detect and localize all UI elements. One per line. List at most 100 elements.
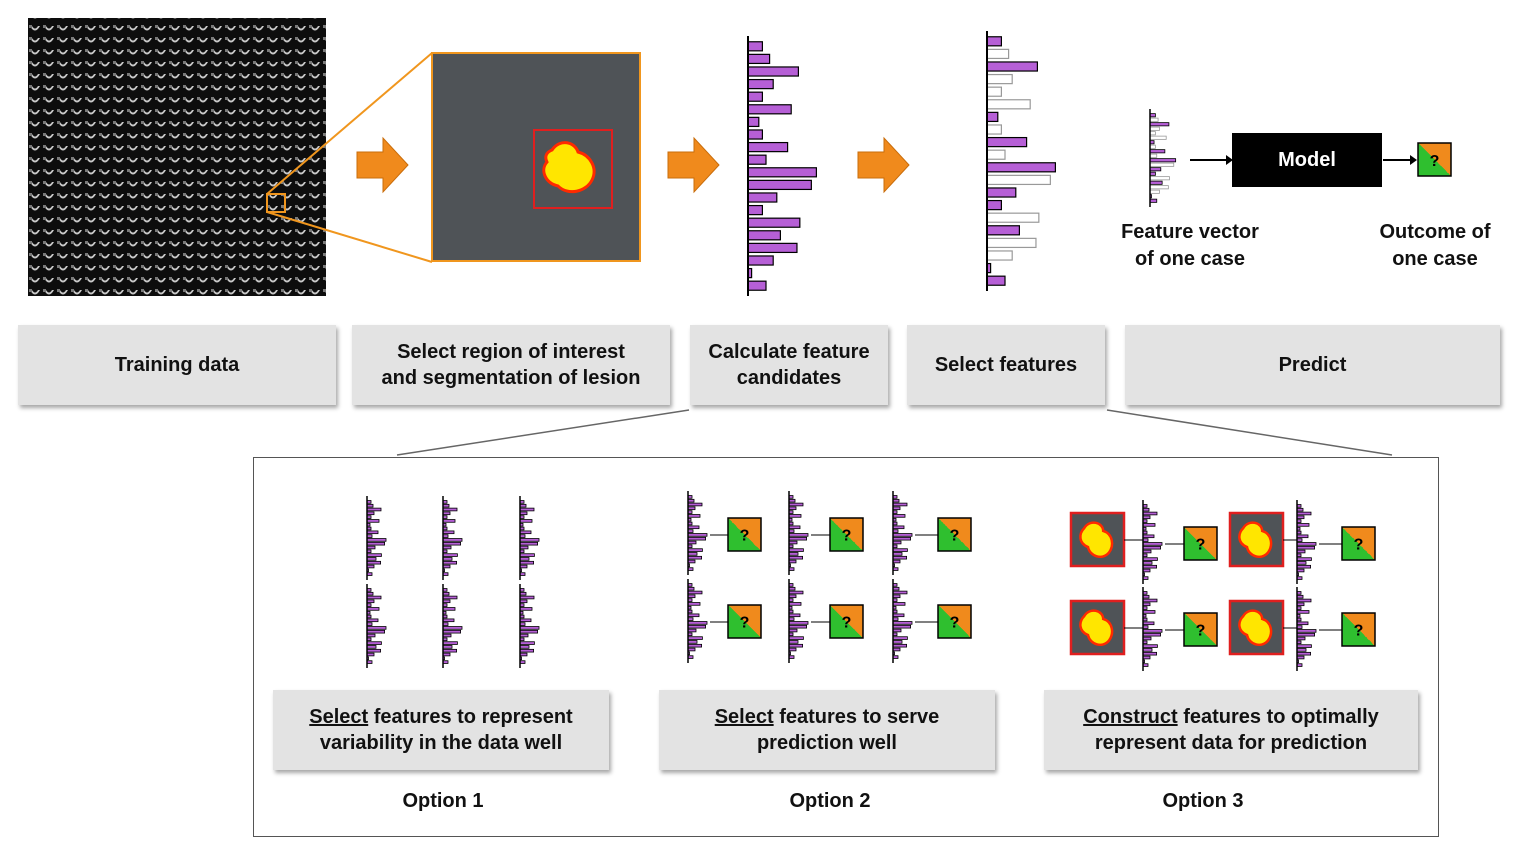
option2-line1: features to serve: [773, 706, 940, 728]
option1-name: Option 1: [402, 790, 484, 812]
unselected-feature-bar: [1149, 176, 1170, 181]
feature-bar: [986, 36, 1002, 47]
stage-label: Select region of interest and segmentati…: [381, 341, 641, 389]
lesion-to-outcome-chain: ?: [1228, 500, 1376, 584]
option3-text: Construct features to optimally represen…: [1083, 704, 1379, 756]
outcome-question-mark: ?: [1354, 623, 1364, 640]
unselected-feature-bar: [986, 48, 1010, 60]
outcome-square-icon: [727, 517, 762, 552]
feature-bar: [747, 192, 778, 203]
feature-vector-mini-chart: [442, 496, 463, 580]
unselected-feature-bar: [1149, 153, 1158, 158]
outcome-question-mark: ?: [740, 528, 750, 545]
lesion-shape: [1079, 609, 1114, 647]
outcome-square-icon: [1183, 612, 1218, 647]
lesion-shape: [1238, 609, 1273, 647]
stage-label: Training data: [114, 354, 240, 376]
feature-bar: [1149, 171, 1156, 176]
feature-bar: [1149, 180, 1163, 185]
feature-bar: [747, 78, 774, 90]
arrow-head-icon: [1226, 155, 1233, 165]
option1-line1: features to represent: [368, 706, 573, 728]
stage-label: Calculate feature candidates: [708, 341, 870, 389]
feature-bar: [986, 225, 1021, 236]
unselected-feature-bar: [986, 124, 1002, 135]
feature-vector-mini-chart: [366, 496, 387, 580]
stage-calculate-features: Calculate feature candidates: [690, 325, 888, 405]
option1-text: Select features to represent variability…: [309, 704, 572, 756]
flow-arrows: [356, 136, 910, 194]
unselected-feature-bar: [986, 212, 1040, 223]
option3-line1: features to optimally: [1177, 706, 1379, 728]
stage-select-features: Select features: [907, 325, 1105, 405]
outcome-square-icon: [829, 517, 864, 552]
unselected-feature-bar: [1149, 135, 1167, 140]
option2-box: Select features to serve prediction well: [659, 690, 995, 770]
feature-vector-mini-chart: [366, 584, 387, 668]
vector-to-outcome-pair: ?: [788, 579, 864, 663]
predict-flow: ?: [1190, 142, 1452, 177]
model-label: Model: [1278, 148, 1336, 171]
selected-features-chart: [986, 31, 1057, 291]
option1-illustration: [366, 496, 540, 668]
unselected-feature-bar: [986, 86, 1002, 97]
lesion-shape: [1079, 521, 1114, 559]
feature-bar: [1149, 122, 1170, 127]
unselected-feature-bar: [986, 73, 1013, 85]
outcome-question-mark: ?: [1354, 537, 1364, 554]
unselected-feature-bar: [1149, 117, 1159, 122]
lesion-to-outcome-chain: ?: [1069, 587, 1218, 671]
feature-bar: [986, 136, 1028, 148]
unselected-feature-bar: [986, 174, 1051, 186]
outcome-question-mark: ?: [842, 528, 852, 545]
feature-bar: [747, 230, 782, 241]
feature-bar: [747, 280, 767, 291]
options-panel: [253, 457, 1439, 837]
unselected-feature-bar: [1149, 189, 1160, 194]
outcome-question-mark: ?: [1196, 623, 1206, 640]
zoom-source-box: [266, 193, 286, 213]
outcome-square-icon: [937, 604, 972, 639]
option2-line2: prediction well: [756, 732, 897, 754]
training-data-image: [28, 18, 326, 296]
feature-bar: [747, 104, 792, 115]
roi-panel: [431, 52, 641, 262]
outcome-square-icon: [829, 604, 864, 639]
unselected-feature-bar: [986, 99, 1031, 110]
feature-vector-mini-chart: [442, 584, 463, 668]
feature-bar: [747, 91, 763, 102]
feature-bar: [1149, 158, 1177, 163]
feature-candidates-chart: [747, 36, 818, 296]
outcome-square-icon: [1183, 526, 1218, 561]
feature-bar: [747, 66, 800, 77]
option1-keyword: Select: [309, 706, 369, 728]
lesion-to-outcome-chain: ?: [1069, 500, 1218, 584]
feature-bar: [986, 275, 1006, 286]
outcome-question-mark: ?: [740, 615, 750, 632]
feature-bar: [747, 141, 789, 153]
feature-bar: [747, 217, 801, 228]
unselected-feature-bar: [1149, 185, 1169, 190]
vector-to-outcome-pair: ?: [892, 579, 972, 663]
feature-bar: [986, 111, 999, 123]
feature-bar: [986, 187, 1017, 198]
feature-vector-mini-chart: [519, 496, 540, 580]
unselected-feature-bar: [986, 250, 1013, 261]
option2-name: Option 2: [789, 790, 871, 812]
feature-bar: [747, 179, 812, 191]
option3-box: Construct features to optimally represen…: [1044, 690, 1418, 770]
unselected-feature-bar: [986, 237, 1037, 249]
stage-training-data: Training data: [18, 325, 336, 405]
option3-illustration: ????: [1069, 500, 1376, 671]
feature-bar: [747, 255, 774, 266]
vector-to-outcome-pair: ?: [687, 491, 762, 575]
unselected-feature-bar: [1149, 126, 1160, 131]
option3-line2: represent data for prediction: [1094, 732, 1368, 754]
feature-bar: [747, 242, 798, 254]
feature-bar: [986, 61, 1039, 72]
feature-bar: [747, 154, 767, 165]
outcome-question-mark: ?: [1430, 153, 1440, 170]
vector-to-outcome-pair: ?: [687, 579, 762, 663]
option3-keyword: Construct: [1083, 706, 1178, 728]
